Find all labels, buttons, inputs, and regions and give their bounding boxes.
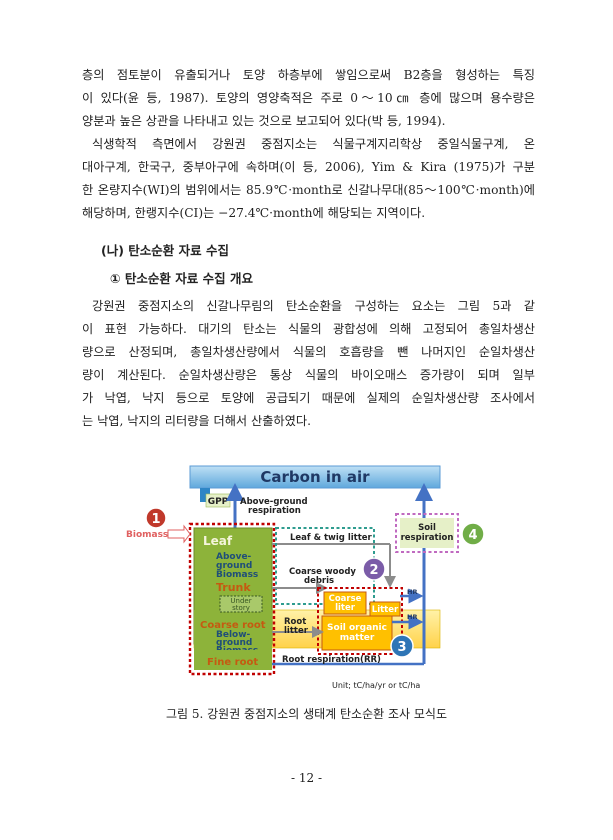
above-resp-label-2: respiration xyxy=(248,506,301,516)
carbon-cycle-diagram: Carbon in air GPP Above-ground respirati… xyxy=(126,465,485,690)
paragraph-carbon-cycle: 강원권 중점지소의 신갈나무림의 탄소순환을 구성하는 요소는 그림 5과 같 … xyxy=(82,295,535,433)
carbon-in-air-label: Carbon in air xyxy=(260,468,370,486)
text-line: 가 낙엽, 낙지 등으로 토양에 공급되기 때문에 실제의 순일차생산량 조사에… xyxy=(82,391,535,405)
biomass-label: Biomass xyxy=(126,530,168,540)
root-resp-label: Root respiration(RR) xyxy=(282,655,381,665)
root-litter-label-2: litter xyxy=(284,626,309,636)
biomass-dashed-box xyxy=(188,522,276,676)
som-label-1: Soil organic xyxy=(327,623,387,633)
coarse-litter-box xyxy=(323,591,367,615)
cwd-label-2: debris xyxy=(304,576,334,586)
leaf-label: Leaf xyxy=(203,534,233,548)
marker-1-label: 1 xyxy=(151,512,160,527)
fine-root-box xyxy=(194,650,272,670)
belowground-box xyxy=(194,610,272,650)
understory-label-2: story xyxy=(232,604,250,612)
root-litter-label-1: Root xyxy=(284,617,306,627)
bgb-label-1: Below- xyxy=(216,630,251,640)
page-number: - 12 - xyxy=(290,771,322,785)
paragraph-vegetation: 식생학적 측면에서 강원권 중점지소는 식물구계지리학상 중일식물구계, 온 대… xyxy=(82,133,535,225)
hr-label-1: HR xyxy=(407,588,417,596)
text-line: 양분과 높은 상관을 나타내고 있는 것으로 보고되어 있다(박 등, 1994… xyxy=(82,114,446,128)
subsection-heading: ① 탄소순환 자료 수집 개요 xyxy=(110,271,253,286)
hr-label-2: HR xyxy=(407,613,417,621)
soil-resp-label-2: respiration xyxy=(401,533,454,543)
cwd-label-1: Coarse woody xyxy=(289,567,356,577)
marker-1 xyxy=(145,507,167,529)
soil-resp-bg xyxy=(400,518,454,548)
text-line: 해당하며, 한랭지수(CI)는 −27.4℃·month에 해당되는 지역이다. xyxy=(82,206,426,220)
figure-caption: 그림 5. 강원권 중점지소의 생태계 탄소순환 조사 모식도 xyxy=(165,707,448,721)
coarse-root-label: Coarse root xyxy=(200,620,266,631)
agb-label-2: ground xyxy=(216,561,252,571)
text-line: 층의 점토분이 유출되거나 토양 하층부에 쌓임으로써 B2층을 형성하는 특징 xyxy=(82,68,535,82)
text-line: 는 낙엽, 낙지의 리터량을 더해서 산출하였다. xyxy=(82,414,311,428)
text-line: 대아구계, 한국구, 중부아구에 속하며(이 등, 2006), Yim & K… xyxy=(82,160,535,174)
text-line: 강원권 중점지소의 신갈나무림의 탄소순환을 구성하는 요소는 그림 5과 같 xyxy=(92,299,535,313)
paragraph-soil: 층의 점토분이 유출되거나 토양 하층부에 쌓임으로써 B2층을 형성하는 특징… xyxy=(82,64,535,133)
above-resp-label-1: Above-ground xyxy=(240,497,308,507)
marker-3-label: 3 xyxy=(397,640,406,655)
fine-root-label-2: Fine root xyxy=(207,657,258,668)
section-heading: (나) 탄소순환 자료 수집 xyxy=(101,243,229,258)
text-line: 이 표현 가능하다. 대기의 탄소는 식물의 광합성에 의해 고정되어 총일차생… xyxy=(82,322,535,336)
coarse-litter-label-2: liter xyxy=(335,603,356,613)
soil-resp-label-1: Soil xyxy=(418,523,436,533)
text-line: 량으로 산정되며, 총일차생산량에서 식물의 호흡량을 뺀 나머지인 순일차생산 xyxy=(82,345,535,359)
agb-label-1: Above- xyxy=(216,552,252,562)
unit-label: Unit; tC/ha/yr or tC/ha xyxy=(332,681,420,690)
text-line: 량이 계산된다. 순일차생산량은 통상 식물의 바이오매스 증가량이 되며 일부 xyxy=(82,368,535,382)
text-line: 이 있다(윤 등, 1987). 토양의 영양축적은 주로 0～10㎝ 층에 많… xyxy=(82,91,535,105)
text-line: 한 온량지수(WI)의 범위에서는 85.9℃·month로 신갈나무대(85～… xyxy=(82,183,535,197)
gpp-label: GPP xyxy=(208,497,229,507)
gpp-arrow xyxy=(200,488,210,502)
leaf-twig-litter-label: Leaf & twig litter xyxy=(290,533,373,543)
biomass-pointer xyxy=(167,524,191,544)
som-label-2: matter xyxy=(340,633,375,643)
coarse-litter-label-1: Coarse xyxy=(329,594,362,604)
marker-2 xyxy=(362,557,386,581)
marker-4-label: 4 xyxy=(468,528,477,543)
som-box xyxy=(321,615,393,651)
text-line: 식생학적 측면에서 강원권 중점지소는 식물구계지리학상 중일식물구계, 온 xyxy=(92,137,535,151)
understory-label-1: Under xyxy=(230,597,251,605)
marker-4 xyxy=(461,522,485,546)
marker-2-label: 2 xyxy=(369,563,378,578)
understory-box xyxy=(219,595,263,613)
agb-label-3: Biomass xyxy=(216,570,258,580)
marker-3 xyxy=(390,634,414,658)
carbon-in-air-box xyxy=(189,465,441,489)
litter-label: Litter xyxy=(372,605,399,615)
trunk-label: Trunk xyxy=(216,581,251,594)
bgb-label-2: ground xyxy=(216,638,252,648)
